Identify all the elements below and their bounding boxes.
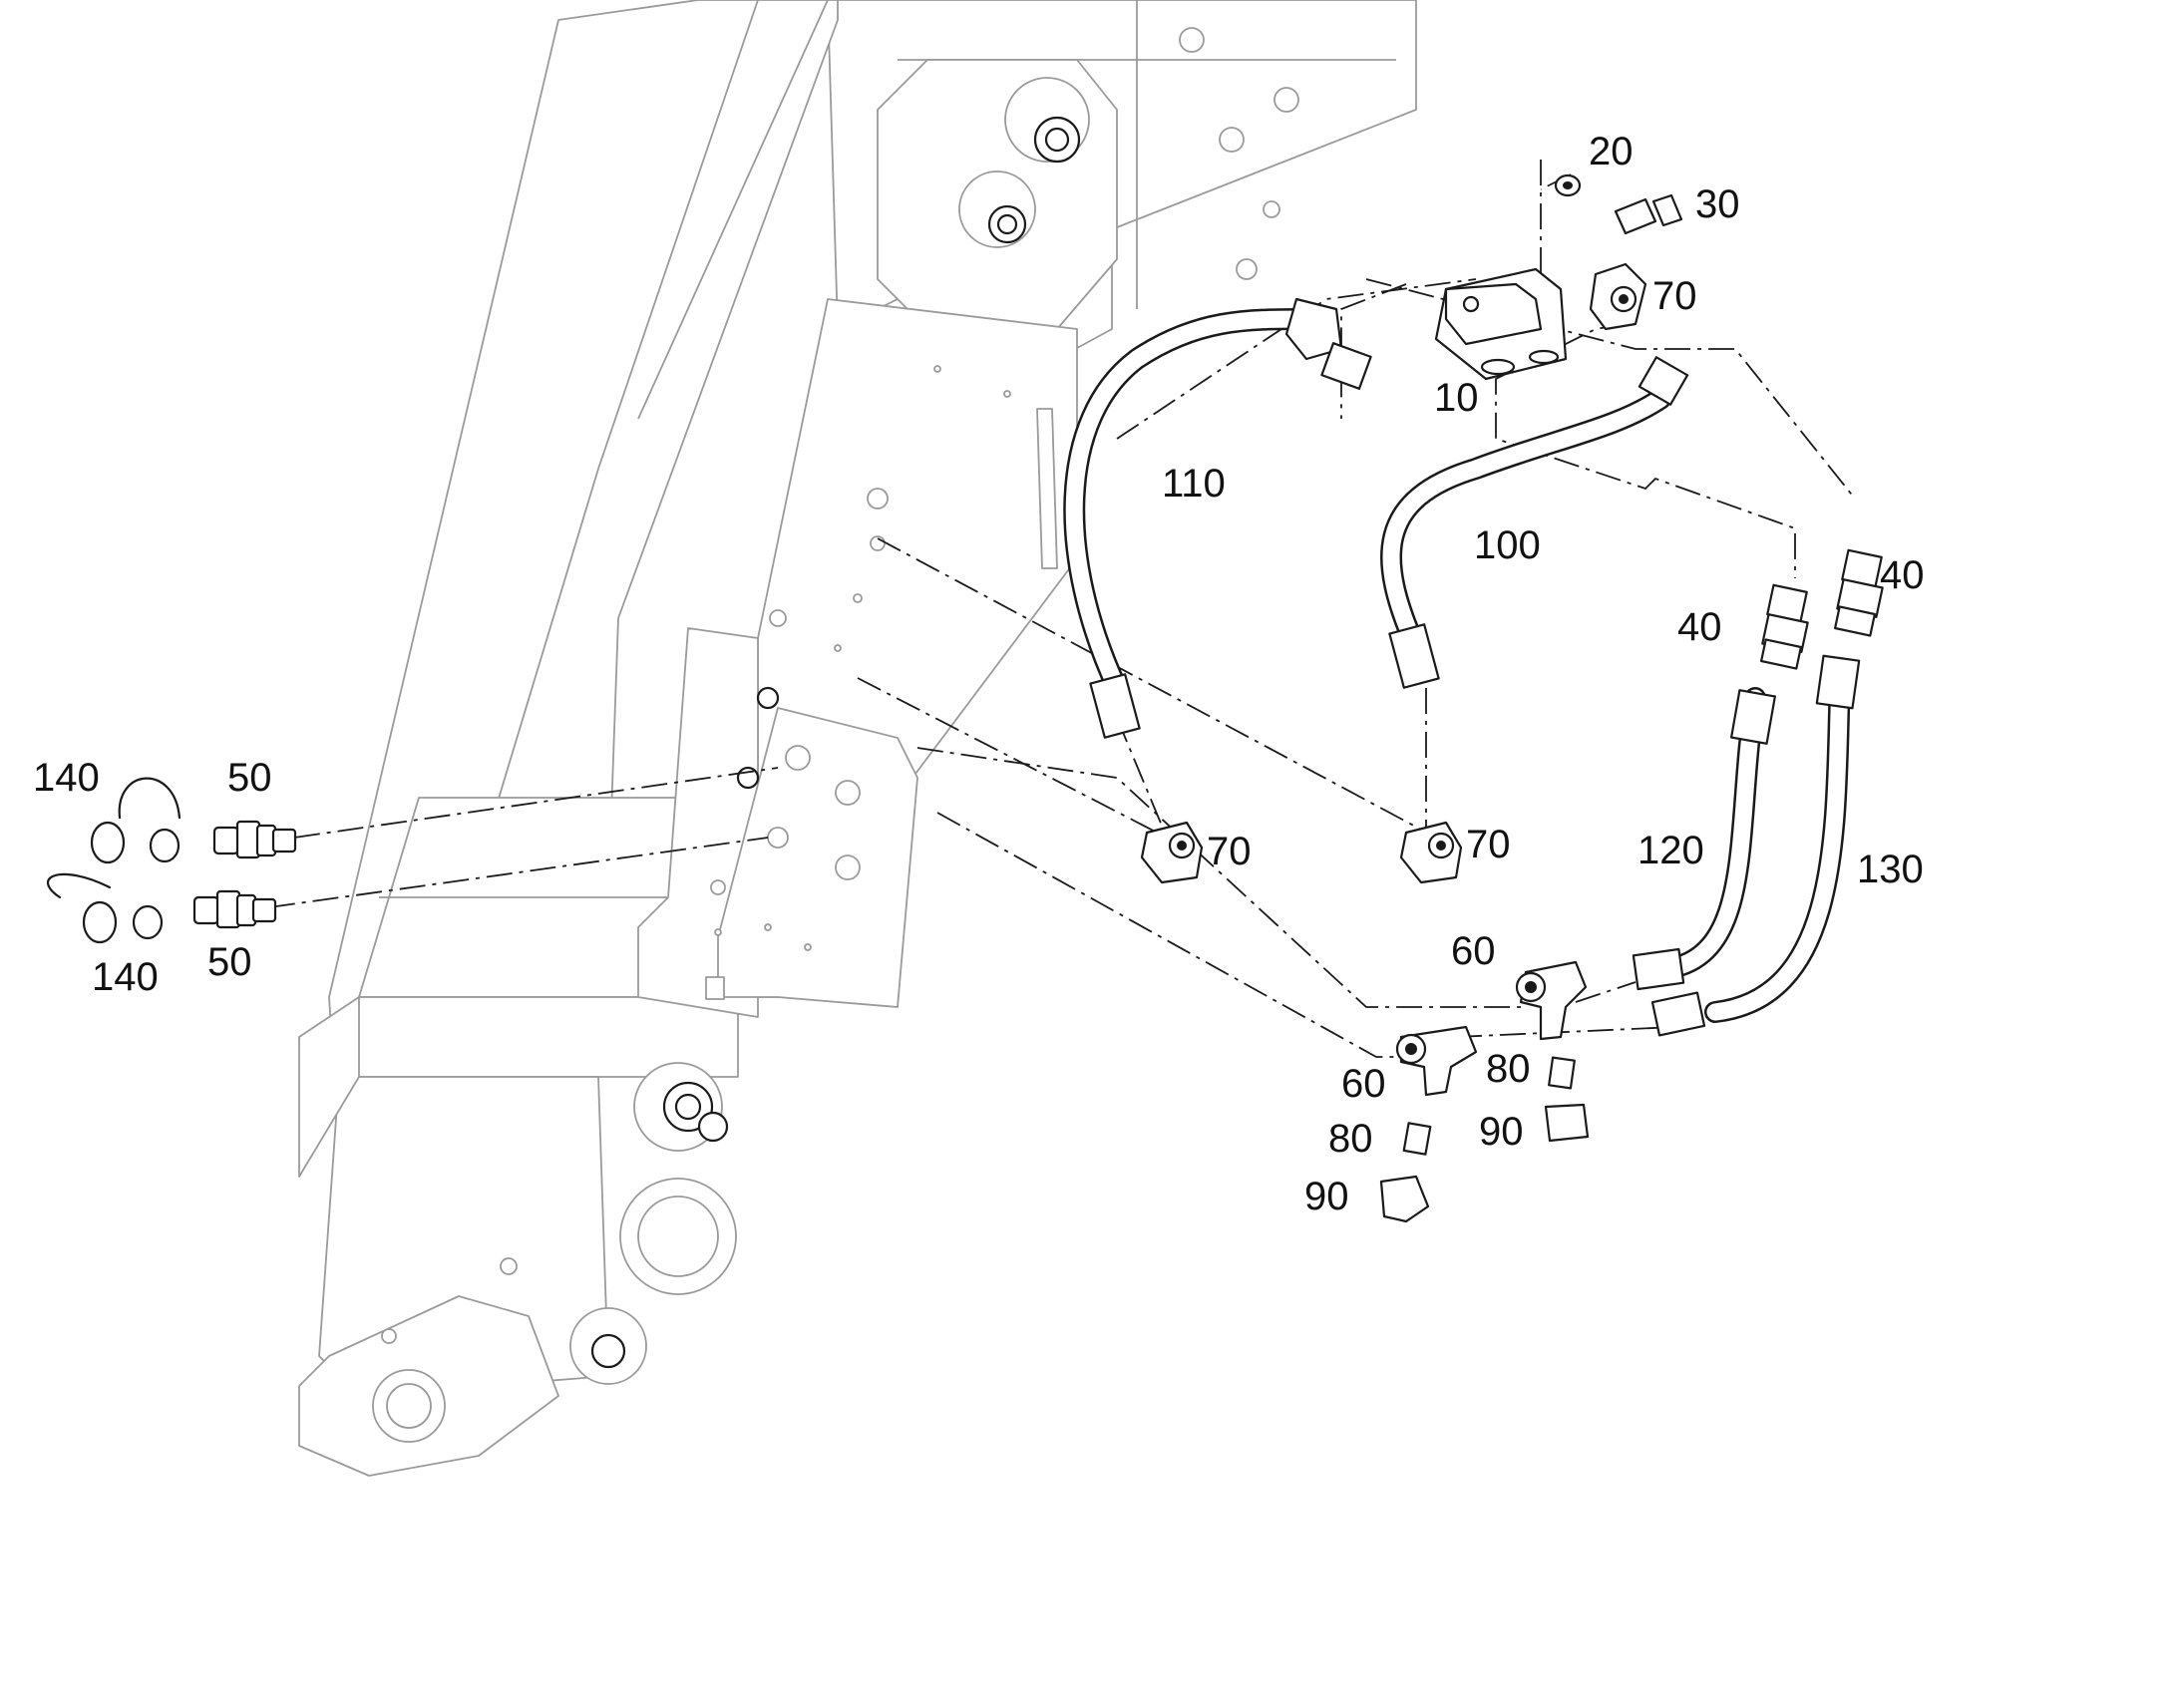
hose-130 bbox=[1704, 667, 1851, 1023]
callout-80-upper: 80 bbox=[1486, 1047, 1531, 1091]
washer-20 bbox=[1554, 173, 1582, 197]
callout-140-upper: 140 bbox=[33, 756, 100, 800]
cap-90-upper bbox=[1544, 1103, 1590, 1143]
leader-lines bbox=[268, 160, 1856, 1058]
callout-120: 120 bbox=[1637, 829, 1704, 872]
callout-100: 100 bbox=[1474, 523, 1541, 567]
boom-arm bbox=[298, 0, 1417, 1477]
elbow-fitting-70-right bbox=[1399, 821, 1463, 884]
hose-120 bbox=[1664, 687, 1766, 978]
callout-50-upper: 50 bbox=[227, 756, 272, 800]
callout-60-upper: 60 bbox=[1451, 929, 1496, 973]
callout-10: 10 bbox=[1434, 376, 1479, 420]
dust-cap-140-upper bbox=[90, 777, 182, 864]
callout-60-lower: 60 bbox=[1341, 1062, 1386, 1106]
callout-110: 110 bbox=[1162, 462, 1226, 506]
callout-50-lower: 50 bbox=[207, 940, 252, 984]
bolt-30 bbox=[1614, 193, 1683, 235]
plug-80-lower bbox=[1402, 1122, 1432, 1156]
adapter-40-left bbox=[1760, 583, 1809, 670]
callout-90-upper: 90 bbox=[1479, 1110, 1524, 1154]
adapter-40-right bbox=[1834, 548, 1884, 637]
dust-cap-140-lower bbox=[47, 872, 164, 944]
callout-90-lower: 90 bbox=[1304, 1175, 1349, 1218]
callout-40-right: 40 bbox=[1880, 553, 1925, 597]
hose-ends bbox=[1089, 297, 1861, 1037]
callout-30: 30 bbox=[1695, 182, 1740, 226]
hose-110 bbox=[1063, 308, 1317, 699]
cap-90-lower bbox=[1379, 1175, 1430, 1223]
tee-fitting-60-lower bbox=[1395, 1025, 1478, 1097]
elbow-fitting-70-top bbox=[1589, 262, 1647, 331]
callout-70-left: 70 bbox=[1207, 830, 1252, 873]
elbow-fitting-70-left bbox=[1140, 821, 1204, 884]
callout-130: 130 bbox=[1857, 848, 1924, 891]
callout-80-lower: 80 bbox=[1328, 1117, 1373, 1161]
callout-20: 20 bbox=[1589, 130, 1634, 173]
quick-coupler-50-lower bbox=[192, 889, 277, 929]
callout-140-lower: 140 bbox=[92, 955, 159, 999]
callout-40-left: 40 bbox=[1677, 605, 1722, 649]
hose-100 bbox=[1380, 388, 1671, 659]
quick-coupler-50-upper bbox=[212, 820, 297, 859]
callout-70-right: 70 bbox=[1466, 823, 1511, 866]
callout-labels: 10 20 30 40 40 50 50 60 60 70 70 70 80 8… bbox=[33, 130, 1925, 1218]
plug-80-upper bbox=[1548, 1056, 1576, 1090]
tee-fitting-60-upper bbox=[1515, 960, 1588, 1041]
bracket-10 bbox=[1434, 267, 1568, 381]
callout-70-top: 70 bbox=[1652, 274, 1697, 318]
